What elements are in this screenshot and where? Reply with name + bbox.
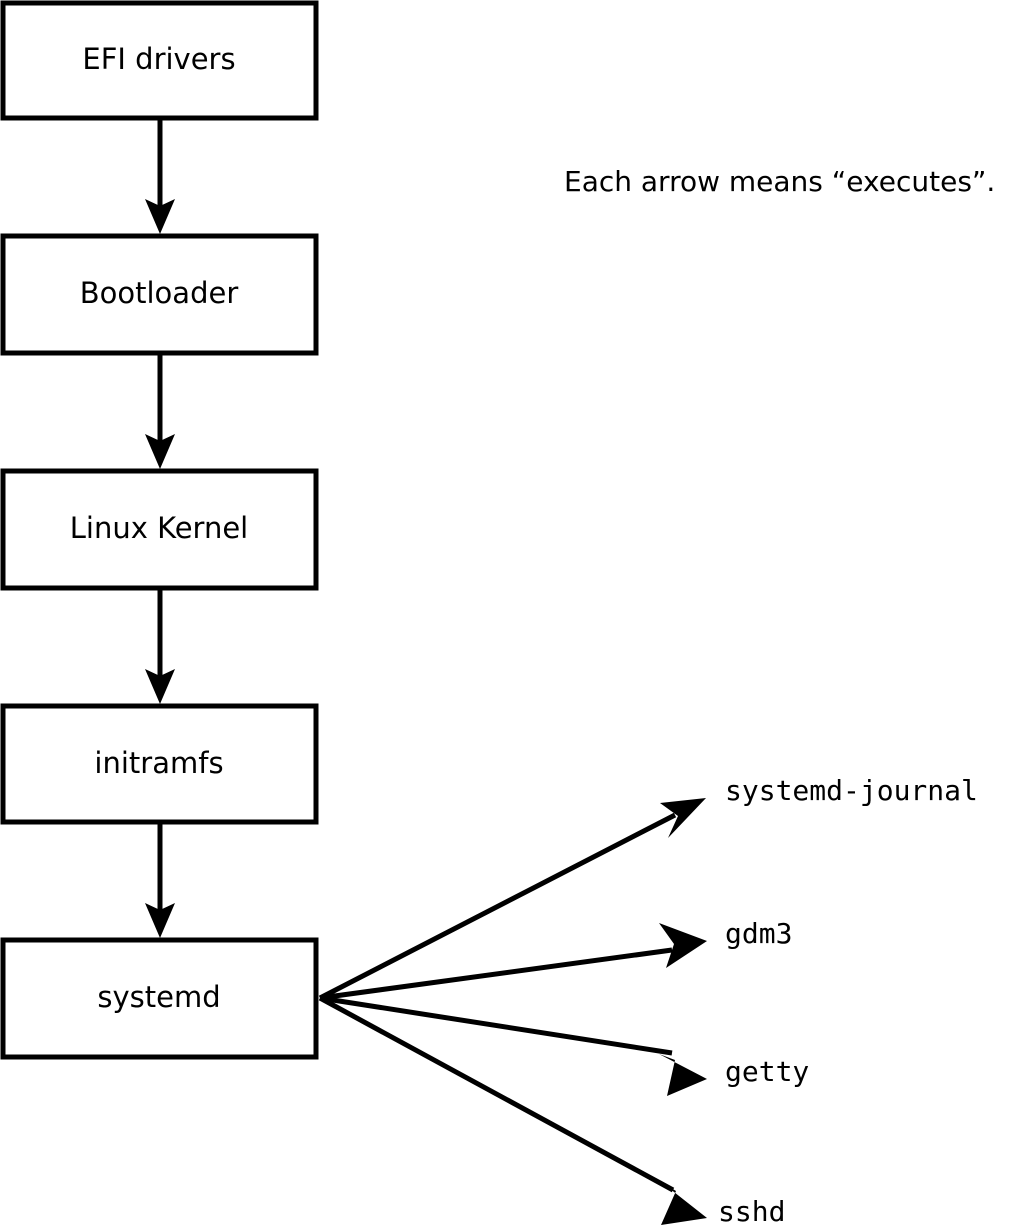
node-label-initramfs: initramfs [94,746,223,780]
arrow-head-down-right-icon [660,1181,707,1225]
arrow-head-down-right-icon [659,1054,707,1096]
arrow-head-up-right-icon [659,923,707,968]
arrow-linux-kernel-to-initramfs [145,588,175,704]
node-box-systemd [0,937,319,1060]
service-labels-group: systemd-journal gdm3 getty sshd [718,774,978,1228]
node-label-efi-drivers: EFI drivers [82,42,235,76]
node-box-bootloader [0,233,319,356]
node-systemd[interactable]: systemd [0,937,319,1060]
arrow-bootloader-to-linux-kernel [145,353,175,469]
node-linux-kernel[interactable]: Linux Kernel [0,468,319,591]
service-label-sshd: sshd [718,1195,785,1228]
arrow-head-down-icon [145,434,175,469]
arrow-systemd-to-gdm3 [319,923,707,1001]
service-label-getty: getty [725,1055,809,1088]
service-fanout-group [318,798,707,1225]
arrow-systemd-to-getty [319,995,707,1096]
node-efi-drivers[interactable]: EFI drivers [0,0,319,121]
service-label-gdm3: gdm3 [725,917,792,950]
node-label-bootloader: Bootloader [80,276,239,310]
arrow-shaft [319,995,673,1056]
arrow-initramfs-to-systemd [145,822,175,938]
arrow-systemd-to-systemd-journal [318,798,706,1001]
arrow-head-down-icon [145,903,175,938]
chain-connectors-group [145,118,175,938]
node-label-linux-kernel: Linux Kernel [70,511,248,545]
arrow-head-down-icon [145,669,175,704]
arrow-head-down-icon [145,199,175,234]
arrow-systemd-to-sshd [318,995,707,1225]
node-box-efi-drivers [0,0,319,121]
arrow-shaft [319,947,673,1001]
node-initramfs[interactable]: initramfs [0,703,319,825]
arrow-shaft [318,995,675,1193]
node-bootloader[interactable]: Bootloader [0,233,319,356]
service-label-systemd-journal: systemd-journal [725,774,978,807]
arrow-head-up-right-icon [660,798,706,838]
arrow-efi-drivers-to-bootloader [145,118,175,234]
node-box-linux-kernel [0,468,319,591]
node-label-systemd: systemd [97,980,220,1014]
boot-chain-group: EFI drivers Bootloader Linux Kernel init… [0,0,319,1060]
arrow-shaft [318,812,677,1001]
annotation-note: Each arrow means “executes”. [564,165,995,198]
